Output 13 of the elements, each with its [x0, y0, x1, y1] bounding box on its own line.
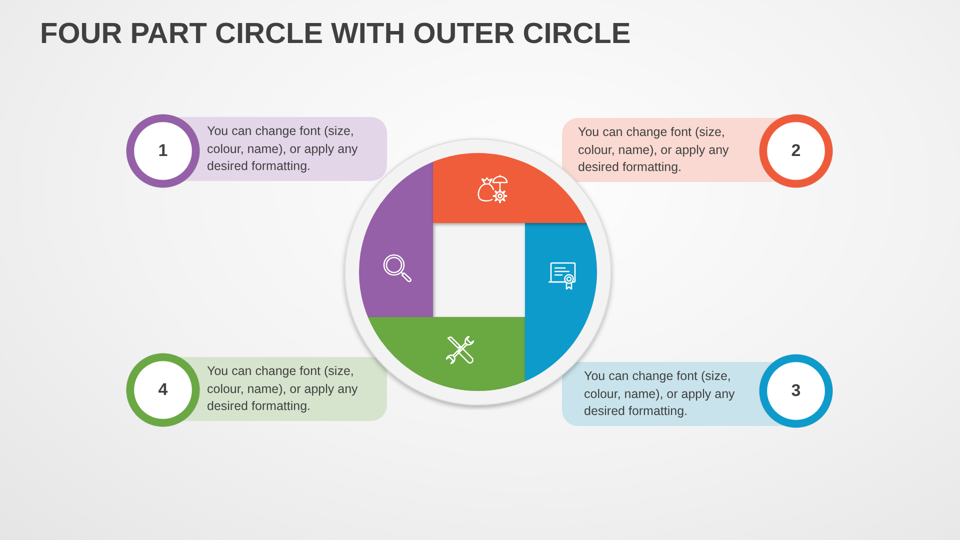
- step-number: 1: [126, 114, 200, 188]
- callout-panel: [200, 117, 387, 181]
- callout-text: You can change font (size, colour, name), or apply any desired formatting.: [207, 123, 359, 175]
- callout-text: You can change font (size, colour, name), or apply any desired formatting.: [207, 363, 359, 415]
- callout-text: You can change font (size, colour, name), or apply any desired formatting.: [584, 368, 736, 420]
- step-number: 2: [759, 114, 833, 188]
- callout-text: You can change font (size, colour, name), or apply any desired formatting.: [578, 124, 730, 176]
- callout-panel: [200, 357, 387, 421]
- step-number: 3: [759, 354, 833, 428]
- callout-panel: [562, 362, 759, 426]
- callout-panel: [562, 118, 759, 182]
- step-number: 4: [126, 353, 200, 427]
- slide-title: FOUR PART CIRCLE WITH OUTER CIRCLE: [40, 17, 631, 51]
